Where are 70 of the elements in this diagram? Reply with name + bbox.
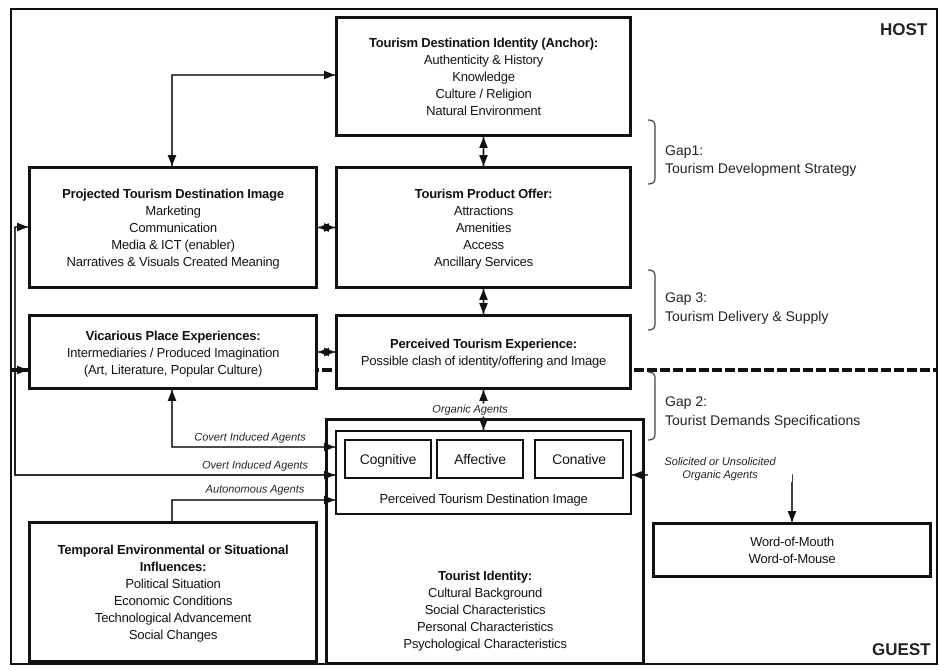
process-box [335, 16, 632, 137]
box-text: Affective [454, 450, 506, 468]
gap-label: Tourism Delivery & Supply [665, 308, 828, 324]
arrow [479, 137, 488, 166]
box-text: Communication [129, 219, 217, 236]
box-text: Natural Environment [426, 102, 541, 119]
edge-label: Covert Induced Agents [192, 432, 308, 444]
box-text: Ancillary Services [434, 253, 533, 270]
arrow [168, 390, 335, 452]
box-text: Word-of-Mouse [748, 550, 836, 567]
box-text: Psychological Characteristics [403, 635, 567, 652]
edge-label: Autonomous Agents [204, 484, 306, 496]
arrow [14, 222, 335, 480]
box-text: Intermediaries / Produced Imagination [66, 344, 280, 360]
box-text: Amenities [456, 219, 512, 236]
box-heading: Word-of-Mouth [750, 533, 834, 550]
arrow [171, 496, 335, 521]
process-box [335, 166, 632, 289]
component-box [534, 439, 624, 479]
box-heading: Tourist Identity: [438, 567, 532, 584]
process-box [335, 314, 632, 390]
arrow [168, 70, 335, 166]
box-text: Possible clash of identity/offering and Image [360, 352, 606, 369]
box-text: Political Situation [125, 575, 221, 592]
box-text: Economic Conditions [114, 592, 232, 609]
box-text: Marketing [145, 202, 201, 219]
box-text: Perceived Tourism Destination Image [379, 490, 588, 507]
box-text: Cognitive [360, 450, 416, 468]
arrow [318, 223, 335, 232]
arrow [14, 366, 335, 476]
box-text: Narratives & Visuals Created Meaning [66, 253, 280, 270]
process-box [28, 314, 318, 390]
box-text: Social Changes [128, 626, 218, 643]
box-heading: Tourism Destination Identity (Anchor): [368, 34, 598, 51]
box-text: Knowledge [452, 68, 515, 85]
component-box [436, 439, 524, 479]
edge-label: Solicited or Unsolicited Organic Agents [648, 456, 792, 482]
box-heading: Tourism Product Offer: [414, 185, 552, 202]
box-text: Attractions [454, 202, 514, 219]
box-text: Media & ICT (enabler) [111, 236, 235, 253]
gap-label: Tourist Demands Specifications [665, 412, 860, 428]
arrow [318, 348, 335, 356]
box-text: Conative [552, 450, 606, 468]
component-box [344, 439, 432, 479]
box-text: Authenticity & History [424, 51, 544, 68]
box-heading: Projected Tourism Destination Image [62, 185, 284, 202]
box-text: Personal Characteristics [416, 618, 554, 635]
image-box [335, 430, 632, 515]
box-text: Culture / Religion [435, 85, 532, 102]
box-text: Technological Advancement [94, 609, 252, 626]
edge-label: Overt Induced Agents [200, 460, 310, 472]
edge-label: Organic Agents [430, 404, 510, 416]
process-box [28, 166, 318, 289]
identity-box [325, 418, 645, 665]
box-heading: Perceived Tourism Experience: [390, 335, 577, 352]
arrow [479, 289, 488, 314]
box-text: Access [463, 236, 504, 253]
box-text: Social Characteristics [424, 601, 546, 618]
gap-label: Gap1: [665, 142, 704, 158]
region-label: GUEST [872, 640, 931, 660]
gap-label: Tourism Development Strategy [665, 160, 856, 176]
box-text: (Art, Literature, Popular Culture) [84, 360, 262, 378]
box-heading: Vicarious Place Experiences: [86, 326, 260, 344]
gap-label: Gap 3: [665, 289, 708, 305]
box-heading: Temporal Environmental or Situational Influences: [56, 541, 290, 575]
process-box [652, 522, 932, 578]
process-box [28, 521, 318, 663]
gap-label: Gap 2: [665, 393, 708, 409]
box-text: Cultural Background [428, 584, 542, 601]
region-label: HOST [880, 20, 928, 40]
